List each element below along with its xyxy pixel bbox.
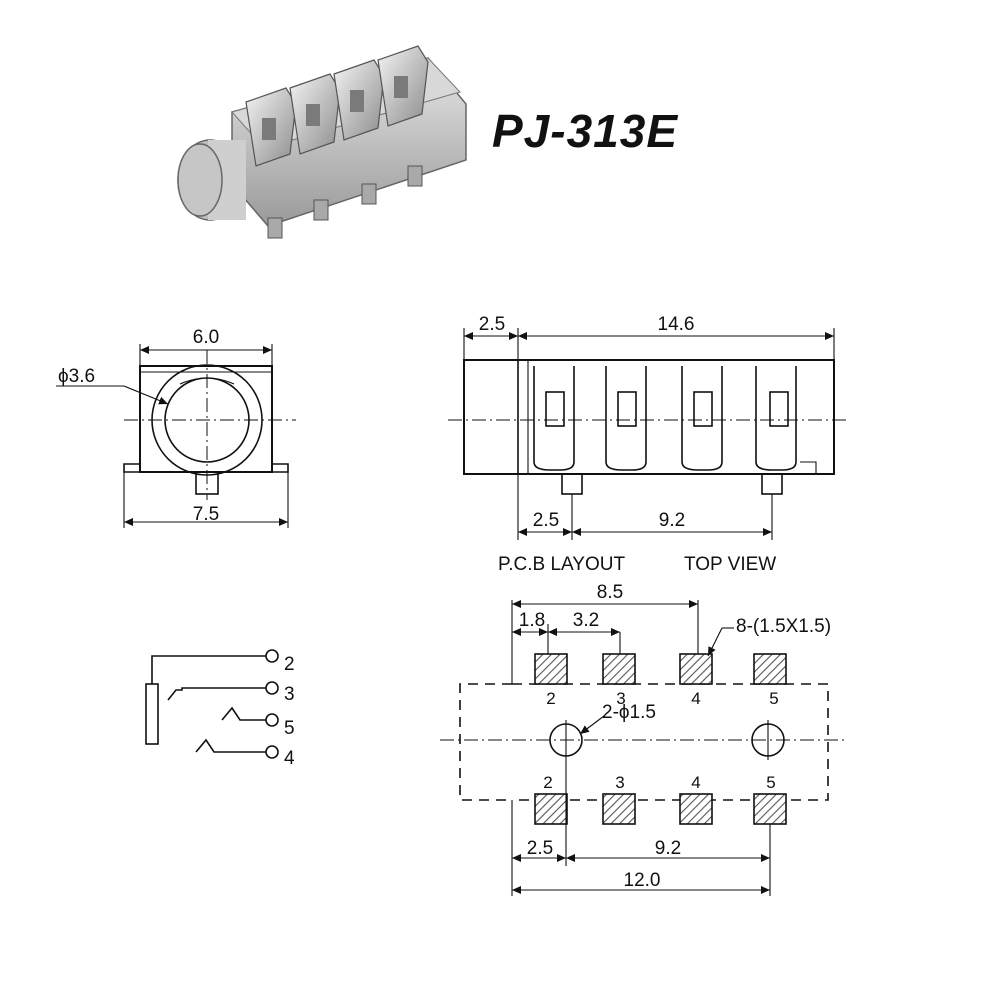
pcb-top-pin-label: 3 — [616, 689, 625, 708]
schematic-symbol — [145, 649, 279, 759]
pcb-top-pin-label: 2 — [546, 689, 555, 708]
pcb-dim-total: 12.0 — [624, 870, 661, 891]
side-offset: 2.5 — [479, 314, 505, 335]
side-pin-offset: 2.5 — [533, 510, 559, 531]
side-pin-pitch: 9.2 — [659, 510, 685, 531]
pcb-pad-note: 8-(1.5X1.5) — [736, 616, 831, 637]
front-view — [56, 344, 296, 528]
pcb-top-view-title: TOP VIEW — [684, 554, 776, 575]
schematic-pin: 4 — [284, 748, 295, 769]
pcb-hole-note: 2-ϕ1.5 — [602, 702, 656, 723]
pcb-bottom-pin-label: 5 — [766, 773, 775, 792]
pcb-dim-pitch: 9.2 — [655, 838, 681, 859]
bore-diameter: ϕ3.6 — [58, 366, 95, 387]
side-length: 14.6 — [658, 314, 695, 335]
pcb-top-pin-label: 5 — [769, 689, 778, 708]
pcb-layout-title: P.C.B LAYOUT — [498, 554, 625, 575]
pcb-bottom-pin-label: 2 — [543, 773, 552, 792]
side-view — [448, 328, 850, 540]
pcb-dim-b: 3.2 — [573, 610, 599, 631]
part-number-title: PJ-313E — [492, 105, 679, 157]
schematic-pin: 3 — [284, 684, 295, 705]
front-width-bottom: 7.5 — [193, 504, 219, 525]
schematic-pin: 2 — [284, 654, 295, 675]
pcb-dim-a: 1.8 — [519, 610, 545, 631]
pcb-bottom-pin-label: 3 — [615, 773, 624, 792]
pcb-top-pin-label: 4 — [691, 689, 700, 708]
pcb-dim-left: 2.5 — [527, 838, 553, 859]
pcb-dim-total-top: 8.5 — [597, 582, 623, 603]
front-width-top: 6.0 — [193, 327, 219, 348]
pcb-layout — [440, 600, 848, 896]
product-photo — [177, 45, 467, 239]
schematic-pin: 5 — [284, 718, 295, 739]
pcb-bottom-pin-label: 4 — [691, 773, 700, 792]
